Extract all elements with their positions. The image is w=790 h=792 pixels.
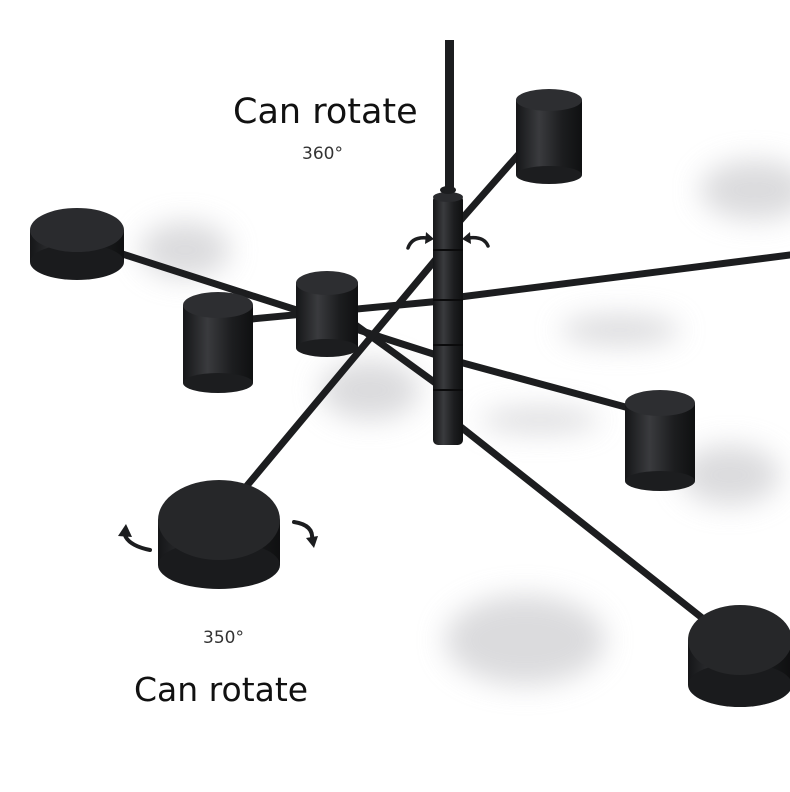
rotate-arrow-icon xyxy=(406,232,490,250)
bottom-angle-label: 350° xyxy=(203,628,244,648)
arm-left-disc xyxy=(106,246,456,364)
top-angle-label: 360° xyxy=(302,144,343,164)
bottom-rotate-label: Can rotate xyxy=(134,670,309,709)
cylinder-top-right xyxy=(516,89,582,184)
arm-bottom-left xyxy=(221,236,456,516)
disc-left xyxy=(30,208,124,280)
cylinder-back xyxy=(296,271,358,357)
rotate-arrow-icon xyxy=(118,520,318,552)
central-hub xyxy=(433,186,463,445)
disc-bottom-right xyxy=(688,605,790,707)
cylinder-left xyxy=(183,292,253,393)
disc-bottom-left xyxy=(158,480,280,589)
cylinder-right xyxy=(625,390,695,491)
suspension-rod xyxy=(445,40,454,200)
top-rotate-label: Can rotate xyxy=(233,92,418,132)
arm-right-cylinder xyxy=(448,356,659,419)
arm-far-right xyxy=(448,251,790,302)
ceiling-shadows xyxy=(140,160,790,685)
arm-bottom-right xyxy=(448,416,734,644)
